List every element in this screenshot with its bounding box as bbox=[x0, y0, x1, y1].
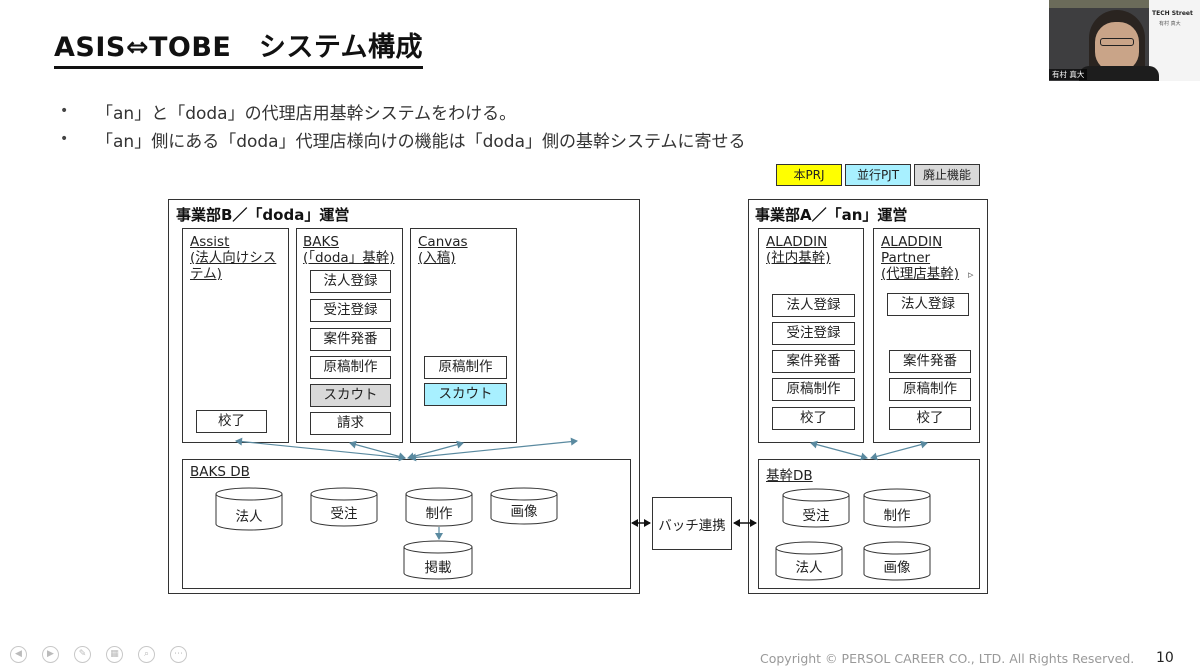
db-table-gazou-right-cylinder bbox=[863, 541, 931, 581]
webcam-person-face bbox=[1095, 22, 1139, 72]
batch-link-label: バッチ連携 bbox=[658, 518, 726, 534]
left-system-db-arrows bbox=[235, 437, 578, 462]
webcam-person-glasses bbox=[1100, 38, 1134, 46]
baks-function-case-number: 案件発番 bbox=[310, 328, 391, 351]
canvas-system-label: Canvas (入稿) bbox=[418, 234, 468, 266]
baks-function-manuscript: 原稿制作 bbox=[310, 356, 391, 379]
aladdin-function-case-number: 案件発番 bbox=[772, 350, 855, 373]
page-number: 10 bbox=[1156, 650, 1174, 666]
canvas-function-scout: スカウト bbox=[424, 383, 507, 406]
db-table-keisai-cylinder bbox=[403, 540, 473, 580]
assist-function-kouryou: 校了 bbox=[196, 410, 267, 433]
mouse-cursor-icon: ▹ bbox=[968, 268, 974, 281]
db-table-gazou-label: 画像 bbox=[510, 504, 538, 520]
prev-slide-icon[interactable]: ◀ bbox=[10, 646, 27, 663]
bullet-marker-1: • bbox=[60, 103, 69, 119]
bullet-text-2: 「an」側にある「doda」代理店様向けの機能は「doda」側の基幹システムに寄… bbox=[96, 132, 746, 152]
legend-abolished-function: 廃止機能 bbox=[914, 164, 980, 186]
db-table-juchu-cylinder bbox=[310, 487, 378, 527]
aladdin-function-kouryou: 校了 bbox=[772, 407, 855, 430]
copyright-text: Copyright © PERSOL CAREER CO., LTD. All … bbox=[760, 651, 1135, 666]
right-system-db-arrows bbox=[810, 440, 928, 461]
slides-grid-icon[interactable]: ▦ bbox=[106, 646, 123, 663]
aladdin-function-order-register: 受注登録 bbox=[772, 322, 855, 345]
db-table-houjin-right-cylinder bbox=[775, 541, 843, 581]
aladdin-partner-function-case-number: 案件発番 bbox=[889, 350, 971, 373]
slide-title: ASIS⇔TOBE システム構成 bbox=[54, 30, 424, 69]
aladdin-function-corp-register: 法人登録 bbox=[772, 294, 855, 317]
aladdin-partner-function-corp-register: 法人登録 bbox=[887, 293, 969, 316]
legend-main-project: 本PRJ bbox=[776, 164, 842, 186]
baks-db-label: BAKS DB bbox=[190, 464, 250, 480]
aladdin-partner-system-label: ALADDIN Partner (代理店基幹) bbox=[881, 234, 960, 282]
baks-function-scout: スカウト bbox=[310, 384, 391, 407]
db-table-juchu-right-cylinder bbox=[782, 488, 850, 528]
webcam-top-strip bbox=[1049, 0, 1149, 8]
webcam-poster bbox=[1149, 0, 1200, 81]
baks-function-corp-register: 法人登録 bbox=[310, 270, 391, 293]
kikan-db-label: 基幹DB bbox=[766, 468, 813, 484]
aladdin-function-manuscript: 原稿制作 bbox=[772, 378, 855, 401]
webcam-poster-sub: 有村 真大 bbox=[1159, 21, 1181, 27]
zoom-icon[interactable]: ⌕ bbox=[138, 646, 155, 663]
aladdin-partner-function-kouryou: 校了 bbox=[889, 407, 971, 430]
db-table-juchu-label: 受注 bbox=[330, 506, 358, 522]
db-table-houjin-cylinder bbox=[215, 487, 283, 531]
baks-system-label: BAKS (「doda」基幹) bbox=[303, 234, 395, 266]
webcam-person-shirt bbox=[1079, 66, 1159, 81]
legend-parallel-project: 並行PJT bbox=[845, 164, 911, 186]
aladdin-system-label: ALADDIN (社内基幹) bbox=[766, 234, 831, 266]
webcam-poster-header: TECH Street bbox=[1152, 10, 1193, 17]
db-table-houjin-label: 法人 bbox=[235, 509, 263, 525]
db-table-gazou-right-label: 画像 bbox=[883, 560, 911, 576]
bullet-text-1: 「an」と「doda」の代理店用基幹システムをわける。 bbox=[96, 104, 517, 124]
db-table-keisai-label: 掲載 bbox=[424, 560, 452, 576]
db-table-gazou-cylinder bbox=[490, 487, 558, 525]
pen-icon[interactable]: ✎ bbox=[74, 646, 91, 663]
db-table-juchu-right-label: 受注 bbox=[802, 508, 830, 524]
baks-function-billing: 請求 bbox=[310, 412, 391, 435]
next-slide-icon[interactable]: ▶ bbox=[42, 646, 59, 663]
right-division-title: 事業部A／「an」運営 bbox=[755, 206, 908, 224]
db-table-seisaku-right-cylinder bbox=[863, 488, 931, 528]
webcam-participant-name: 有村 真大 bbox=[1049, 69, 1088, 80]
canvas-system-box bbox=[410, 228, 517, 443]
db-table-seisaku-label: 制作 bbox=[425, 506, 453, 522]
db-table-houjin-right-label: 法人 bbox=[795, 560, 823, 576]
batch-link-box bbox=[652, 497, 732, 550]
canvas-function-manuscript: 原稿制作 bbox=[424, 356, 507, 379]
baks-function-order-register: 受注登録 bbox=[310, 299, 391, 322]
webcam-video-tile: TECH Street 有村 真大 有村 真大 bbox=[1049, 0, 1200, 81]
db-table-seisaku-cylinder bbox=[405, 487, 473, 527]
left-division-title: 事業部B／「doda」運営 bbox=[176, 206, 350, 224]
assist-system-label: Assist (法人向けシス テム) bbox=[190, 234, 277, 282]
more-options-icon[interactable]: ⋯ bbox=[170, 646, 187, 663]
db-table-seisaku-right-label: 制作 bbox=[883, 508, 911, 524]
assist-system-box bbox=[182, 228, 289, 443]
bullet-marker-2: • bbox=[60, 131, 69, 147]
aladdin-partner-function-manuscript: 原稿制作 bbox=[889, 378, 971, 401]
